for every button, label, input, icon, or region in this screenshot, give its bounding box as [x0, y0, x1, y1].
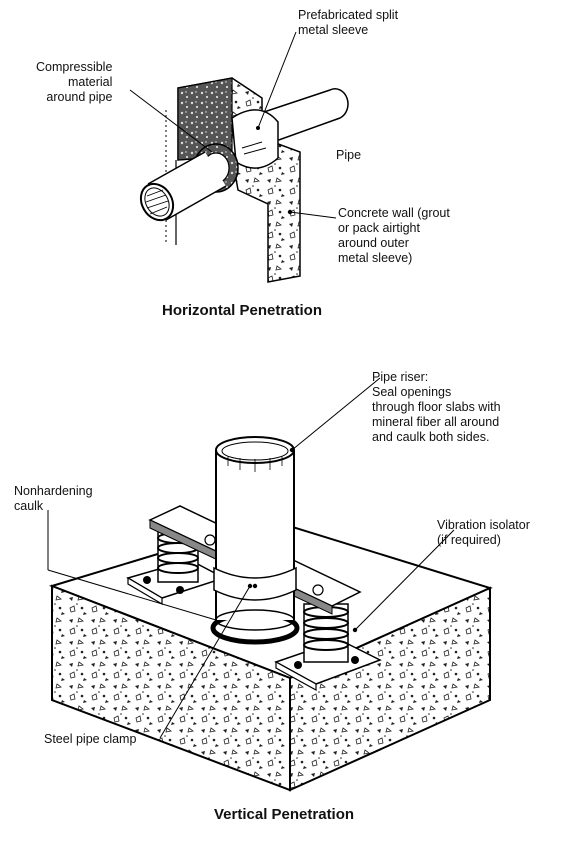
- label-pipe: Pipe: [336, 148, 362, 162]
- split-metal-sleeve: [231, 109, 279, 169]
- floor-slab-side: [289, 586, 491, 792]
- title-horizontal-penetration: Horizontal Penetration: [162, 302, 323, 319]
- vertical-penetration-drawing: [47, 377, 493, 792]
- right-vibration-isolator: [303, 603, 349, 663]
- label-compressible-material: Compressible material around pipe: [36, 60, 113, 104]
- label-vibration-isolator: Vibration isolator (if required): [437, 518, 530, 547]
- label-nonhardening-caulk: Nonhardening caulk: [14, 484, 93, 513]
- label-steel-pipe-clamp: Steel pipe clamp: [44, 732, 137, 746]
- label-split-metal-sleeve: Prefabricated split metal sleeve: [298, 8, 399, 37]
- horizontal-penetration-drawing: [129, 31, 349, 283]
- title-vertical-penetration: Vertical Penetration: [214, 806, 355, 823]
- pipe-riser: [213, 436, 297, 631]
- label-concrete-wall: Concrete wall (grout or pack airtight ar…: [338, 206, 450, 265]
- label-pipe-riser: Pipe riser: Seal openings through floor …: [372, 370, 501, 444]
